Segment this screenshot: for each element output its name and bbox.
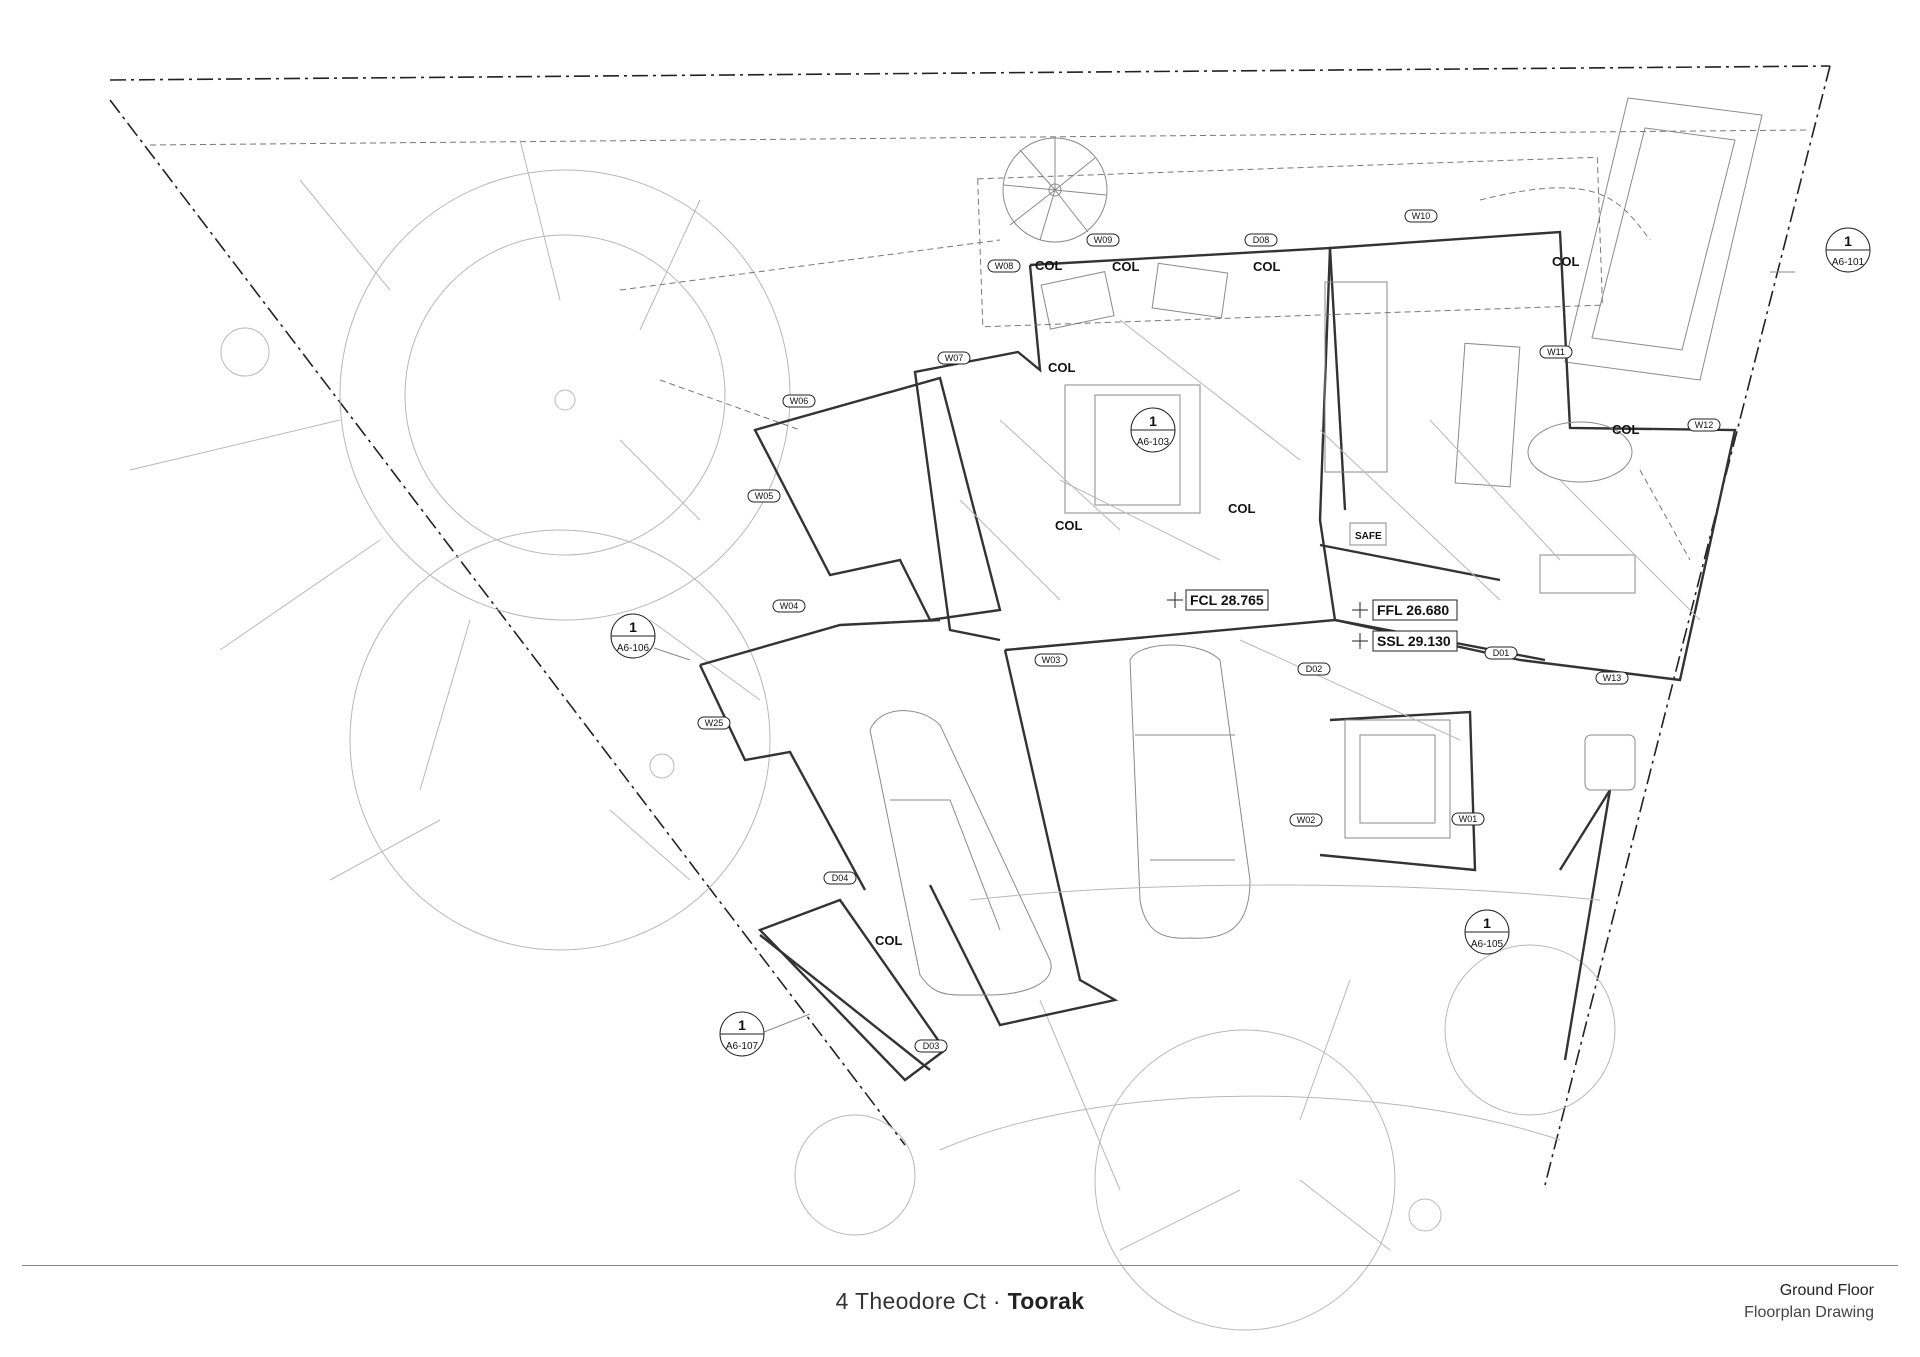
svg-text:W05: W05 — [755, 491, 774, 501]
svg-text:SSL 29.130: SSL 29.130 — [1377, 633, 1451, 649]
tag-w05: W05 — [747, 489, 781, 503]
svg-text:W06: W06 — [790, 396, 809, 406]
svg-text:COL: COL — [1612, 422, 1640, 437]
street-name: Theodore Ct — [855, 1288, 987, 1314]
level-ffl: FFL 26.680 — [1352, 599, 1458, 621]
svg-text:D04: D04 — [832, 873, 849, 883]
svg-text:W10: W10 — [1412, 211, 1431, 221]
svg-text:COL: COL — [1552, 254, 1580, 269]
svg-text:1: 1 — [1483, 915, 1491, 931]
svg-text:W25: W25 — [705, 718, 724, 728]
drawing-type: Floorplan Drawing — [1744, 1304, 1874, 1321]
tag-d03: D03 — [914, 1039, 948, 1053]
svg-text:D08: D08 — [1253, 235, 1270, 245]
suburb-name: Toorak — [1007, 1288, 1085, 1314]
construction-lines — [619, 156, 1701, 1151]
svg-text:W09: W09 — [1094, 235, 1113, 245]
tag-d01: D01 — [1484, 646, 1518, 660]
tag-w09: W09 — [1086, 233, 1120, 247]
column-labels: COL COL COL COL COL COL COL COL COL — [875, 254, 1640, 948]
svg-text:FCL 28.765: FCL 28.765 — [1190, 592, 1264, 608]
svg-text:1: 1 — [1844, 233, 1852, 249]
pool — [1564, 97, 1763, 381]
section-markers: 1 A6-101 1 A6-103 1 A6-106 1 A6-105 1 A6… — [610, 227, 1871, 1057]
level-fcl: FCL 28.765 — [1167, 589, 1269, 611]
svg-text:1: 1 — [1149, 413, 1157, 429]
footer-rule — [22, 1265, 1898, 1266]
svg-text:W03: W03 — [1042, 655, 1061, 665]
section-marker-a6-101: 1 A6-101 — [1770, 227, 1871, 273]
level-markers: FCL 28.765 FFL 26.680 SSL 29.130 — [1167, 589, 1458, 652]
svg-text:W11: W11 — [1547, 347, 1565, 357]
svg-text:W04: W04 — [780, 601, 799, 611]
tag-w06: W06 — [782, 394, 816, 408]
svg-text:1: 1 — [738, 1017, 746, 1033]
tag-d02: D02 — [1297, 662, 1331, 676]
svg-text:FFL 26.680: FFL 26.680 — [1377, 602, 1449, 618]
tag-w08: W08 — [987, 259, 1021, 273]
svg-text:COL: COL — [1035, 258, 1063, 273]
svg-text:A6-101: A6-101 — [1832, 257, 1865, 268]
tag-w03: W03 — [1034, 653, 1068, 667]
tag-w25: W25 — [697, 716, 731, 730]
svg-text:A6-107: A6-107 — [726, 1041, 759, 1052]
safe-label: SAFE — [1349, 522, 1387, 546]
project-address: 4 Theodore Ct · Toorak — [0, 1288, 1920, 1315]
svg-text:W13: W13 — [1603, 673, 1622, 683]
window-tags: W10 W09 D08 W08 W07 W06 W05 W04 W25 W03 … — [697, 209, 1721, 1053]
section-marker-a6-103: 1 A6-103 — [1130, 407, 1176, 453]
svg-text:SAFE: SAFE — [1355, 531, 1382, 542]
tag-w01: W01 — [1451, 812, 1485, 826]
section-marker-a6-106: 1 A6-106 — [610, 613, 691, 661]
furniture — [869, 262, 1636, 996]
svg-text:COL: COL — [875, 933, 903, 948]
svg-text:D03: D03 — [923, 1041, 940, 1051]
tag-w10: W10 — [1404, 209, 1438, 223]
svg-text:W12: W12 — [1695, 420, 1714, 430]
site-boundary — [109, 65, 1831, 1186]
svg-text:COL: COL — [1048, 360, 1076, 375]
svg-text:A6-106: A6-106 — [617, 643, 650, 654]
svg-text:D02: D02 — [1306, 664, 1323, 674]
tag-w13: W13 — [1595, 671, 1629, 685]
svg-text:COL: COL — [1253, 259, 1281, 274]
tag-d08: D08 — [1244, 233, 1278, 247]
tag-w02: W02 — [1289, 813, 1323, 827]
svg-text:W01: W01 — [1459, 814, 1478, 824]
svg-text:A6-105: A6-105 — [1471, 939, 1504, 950]
tag-w07: W07 — [937, 351, 971, 365]
section-marker-a6-105: 1 A6-105 — [1464, 909, 1510, 955]
level-name: Ground Floor — [1779, 1282, 1874, 1299]
drawing-info: Ground Floor Floorplan Drawing — [1744, 1282, 1874, 1322]
separator: · — [992, 1288, 1001, 1314]
tag-w12: W12 — [1687, 418, 1721, 432]
svg-text:D01: D01 — [1493, 648, 1510, 658]
tag-d04: D04 — [823, 871, 857, 885]
tree-canopies — [129, 139, 1616, 1331]
tag-w11: W11 — [1539, 345, 1573, 359]
svg-text:W08: W08 — [995, 261, 1014, 271]
svg-text:COL: COL — [1228, 501, 1256, 516]
svg-text:COL: COL — [1112, 259, 1140, 274]
building-walls — [698, 230, 1737, 1082]
svg-text:W02: W02 — [1297, 815, 1316, 825]
svg-text:1: 1 — [629, 619, 637, 635]
svg-text:COL: COL — [1055, 518, 1083, 533]
spiral-stair — [1002, 137, 1108, 243]
level-ssl: SSL 29.130 — [1352, 630, 1458, 652]
svg-text:W07: W07 — [945, 353, 964, 363]
tag-w04: W04 — [772, 599, 806, 613]
section-marker-a6-107: 1 A6-107 — [719, 1011, 811, 1057]
house-number: 4 — [835, 1288, 849, 1314]
svg-text:A6-103: A6-103 — [1137, 437, 1170, 448]
